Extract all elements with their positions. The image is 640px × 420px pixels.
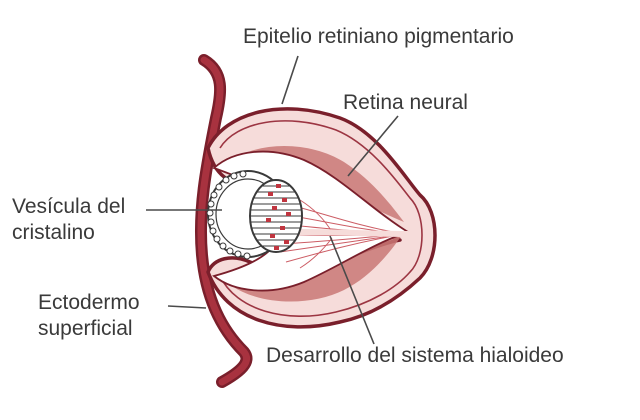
label-lens-vesicle-line2: cristalino: [12, 221, 95, 244]
label-lens-vesicle-line1: Vesícula del: [12, 195, 126, 218]
label-surface-ectoderm-line2: superficial: [38, 317, 133, 340]
hyaloid-artery: [297, 229, 411, 237]
label-lens-vesicle: Vesícula del cristalino: [12, 194, 125, 246]
leader-lines: [146, 55, 399, 345]
pigment-epithelium-inner-line: [219, 120, 423, 318]
tunica-vasculosa-dots: [266, 184, 291, 250]
label-retinal-pigment-epithelium: Epitelio retiniano pigmentario: [243, 25, 514, 48]
label-hyaloid-system: Desarrollo del sistema hialoideo: [266, 344, 564, 367]
leader-ectoderm: [167, 305, 207, 309]
lens-epithelium-cells: [206, 170, 251, 260]
label-neural-retina: Retina neural: [343, 91, 468, 114]
leader-rpe: [281, 55, 299, 105]
leader-neural-retina: [347, 115, 399, 177]
label-surface-ectoderm: Ectodermo superficial: [38, 290, 140, 342]
surface-ectoderm-core: [197, 56, 250, 386]
label-surface-ectoderm-line1: Ectodermo: [38, 291, 140, 314]
lens-vesicle: [206, 170, 303, 260]
leader-hyaloid: [329, 235, 375, 345]
